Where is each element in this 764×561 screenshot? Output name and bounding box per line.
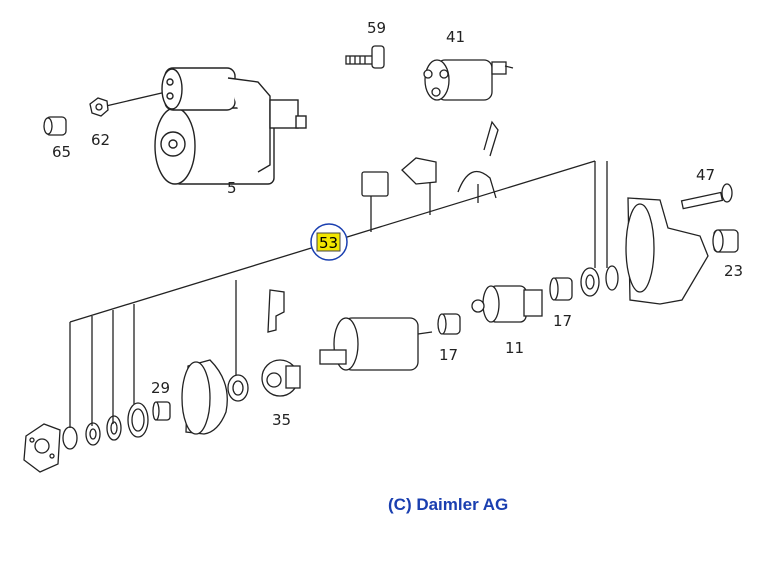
- label-17-right: 17: [553, 312, 572, 330]
- end-cap-plate: [23, 423, 61, 473]
- part-29-bushing: [152, 401, 171, 421]
- label-11: 11: [505, 339, 524, 357]
- label-23: 23: [724, 262, 743, 280]
- callout-53-label: 53: [319, 234, 338, 252]
- part-23-bushing: [712, 229, 739, 253]
- part-65-bushing: [43, 116, 67, 136]
- drive-end-housing: [625, 197, 709, 305]
- shift-fork: [457, 120, 499, 199]
- rings-17-group: [437, 265, 619, 335]
- label-59: 59: [367, 19, 386, 37]
- label-41: 41: [446, 28, 465, 46]
- part-35-brush-plate: [261, 289, 301, 397]
- seal-grommet: [401, 157, 437, 185]
- callout-53[interactable]: 53: [310, 223, 348, 261]
- part-47-bolt: [680, 183, 733, 210]
- end-cover: [181, 359, 228, 435]
- copyright-text: (C) Daimler AG: [388, 495, 509, 514]
- label-65: 65: [52, 143, 71, 161]
- label-5: 5: [227, 179, 237, 197]
- part-59-bolt: [345, 45, 385, 69]
- label-17-left: 17: [439, 346, 458, 364]
- label-29: 29: [151, 379, 170, 397]
- part-41-solenoid: [423, 59, 514, 101]
- label-47: 47: [696, 166, 715, 184]
- lower-washers: [62, 374, 249, 450]
- brush-holder-clip: [361, 171, 389, 197]
- part-5-starter-motor: [154, 67, 307, 185]
- label-35: 35: [272, 411, 291, 429]
- label-62: 62: [91, 131, 110, 149]
- armature: [319, 317, 433, 371]
- part-62-nut: [89, 97, 109, 117]
- part-11-pinion-drive: [471, 285, 543, 323]
